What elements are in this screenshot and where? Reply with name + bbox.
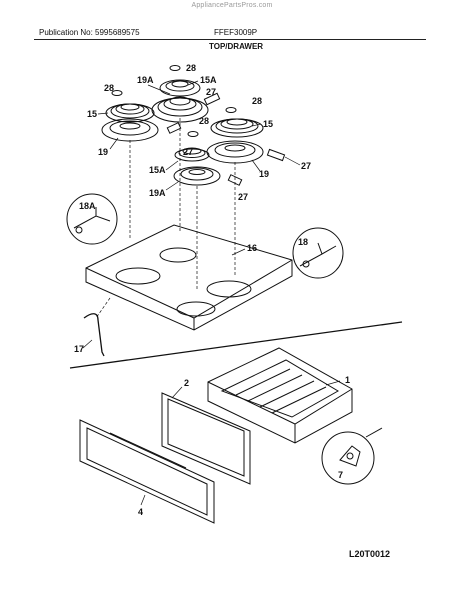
callout-27: 27: [206, 87, 216, 97]
section-cut-line: [69, 321, 403, 369]
callout-19a: 19A: [137, 75, 154, 85]
publication-number: Publication No: 5995689575: [39, 28, 140, 37]
callout-19a: 19A: [149, 188, 166, 198]
callout-18a: 18A: [79, 201, 96, 211]
watermark: AppliancePartsPros.com: [191, 2, 273, 9]
callout-28: 28: [104, 83, 114, 93]
diagram-code: L20T0012: [349, 549, 391, 559]
header-rule: [34, 39, 426, 40]
model-number: FFEF3009P: [214, 28, 258, 37]
callout-16: 16: [247, 243, 257, 253]
callout-19: 19: [98, 147, 108, 157]
drawer-front-4: [79, 419, 215, 524]
detail-18: [292, 227, 344, 279]
cooktop-16: [85, 224, 293, 331]
section-title: TOP/DRAWER: [209, 42, 264, 51]
callout-19: 19: [259, 169, 269, 179]
callout-1: 1: [345, 375, 350, 385]
callout-15: 15: [263, 119, 273, 129]
callout-15: 15: [87, 109, 97, 119]
drawer-body-1: [207, 347, 353, 444]
element-rear-left: [151, 79, 209, 123]
callout-4: 4: [138, 507, 143, 517]
callout-27: 27: [301, 161, 311, 171]
callout-2: 2: [184, 378, 189, 388]
callout-18: 18: [298, 237, 308, 247]
wire-harness-17: [83, 313, 105, 357]
callout-15a: 15A: [149, 165, 166, 175]
element-left-coil: [101, 103, 159, 142]
callout-27: 27: [183, 147, 193, 157]
callout-15a: 15A: [200, 75, 217, 85]
element-front-small: [173, 147, 221, 186]
callout-28: 28: [186, 63, 196, 73]
callout-28: 28: [252, 96, 262, 106]
detail-18a: [66, 193, 118, 245]
callout-27: 27: [238, 192, 248, 202]
detail-7: [321, 427, 383, 485]
callout-7: 7: [338, 470, 343, 480]
callout-28: 28: [199, 116, 209, 126]
callout-17: 17: [74, 344, 84, 354]
drawer-panel-2: [161, 392, 251, 485]
